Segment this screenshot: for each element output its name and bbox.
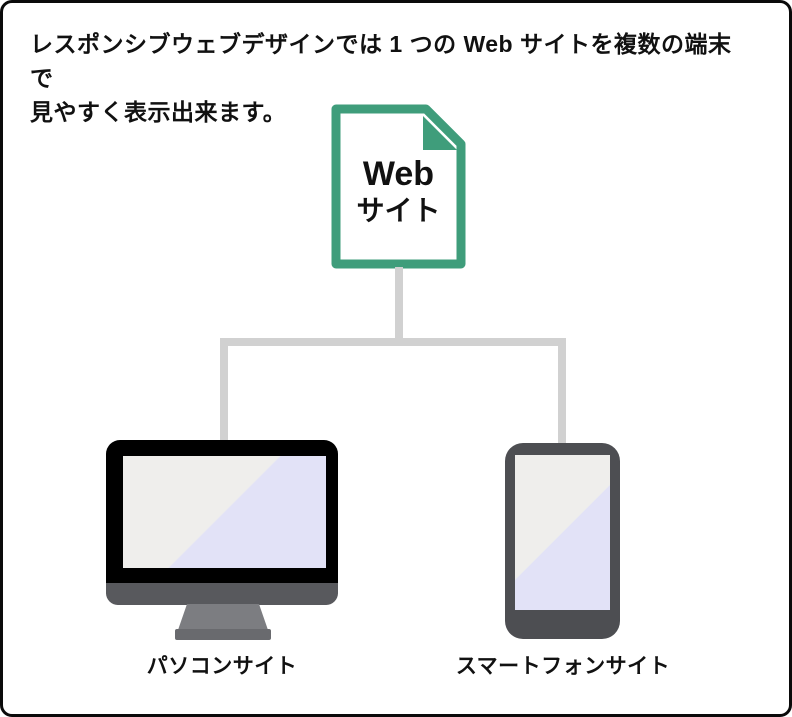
- desktop-monitor-icon: [106, 440, 338, 605]
- monitor-stand: [178, 604, 268, 630]
- smartphone-site-label: スマートフォンサイト: [455, 655, 671, 678]
- intro-line-1: レスポンシブウェブデザインでは 1 つの Web サイトを複数の端末で: [30, 31, 732, 91]
- monitor-screen: [123, 456, 326, 568]
- document-title-line-1: Web: [362, 155, 435, 193]
- web-document-icon: [331, 104, 466, 269]
- intro-line-2: 見やすく表示出来ます。: [30, 99, 287, 125]
- document-title-line-2: サイト: [356, 195, 441, 226]
- connector-vertical-right: [558, 338, 566, 445]
- smartphone-icon: [505, 443, 620, 639]
- connector-vertical-center: [395, 267, 403, 342]
- document-title: Web サイト: [331, 155, 466, 229]
- smartphone-screen: [515, 455, 610, 610]
- monitor-base: [175, 629, 271, 640]
- connector-horizontal: [220, 338, 566, 346]
- connector-vertical-left: [220, 338, 228, 442]
- intro-text: レスポンシブウェブデザインでは 1 つの Web サイトを複数の端末で 見やすく…: [30, 27, 750, 129]
- monitor-chin: [106, 583, 338, 605]
- document-fold-corner: [423, 116, 457, 150]
- pc-site-label: パソコンサイト: [146, 655, 298, 678]
